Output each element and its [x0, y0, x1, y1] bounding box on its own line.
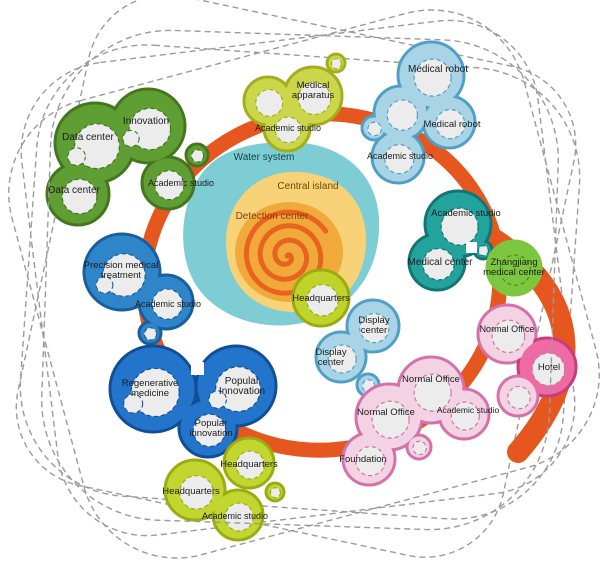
cluster-headquarters-center: Headquarters [291, 268, 351, 328]
cluster-label: Data center [62, 132, 114, 143]
boundary-loop [20, 19, 576, 537]
cluster-label: Academic studio [135, 299, 201, 309]
cluster-label: Foundation [339, 454, 387, 465]
cluster-label: Medical robot [408, 64, 468, 75]
label-water-system: Water system [234, 152, 295, 163]
boundary-loop [41, 29, 559, 531]
cluster-label: Innovation [123, 116, 169, 127]
label-central-island: Central island [277, 181, 338, 192]
cluster-label: Hotel [538, 362, 560, 373]
cluster-label: Headquarters [162, 486, 220, 497]
label-detection-center: Detection center [236, 211, 309, 222]
cluster-label: Academic studio [255, 123, 321, 133]
cluster-label: Medical center [407, 257, 473, 268]
spiral-icon [243, 209, 329, 296]
cluster-label: Academic studio [367, 151, 433, 161]
cluster-label: Academic studio [437, 405, 500, 415]
cluster-label: Academic studio [431, 208, 501, 219]
cluster-label: Normal Office [402, 374, 460, 385]
cluster-label: Data center [48, 185, 100, 196]
cluster-label: Normal Office [480, 324, 535, 334]
cluster-label: Academic studio [148, 178, 214, 188]
cluster-label: Headquarters [220, 459, 278, 470]
cluster-label: Headquarters [292, 293, 350, 304]
cluster-label: Medical robot [423, 119, 480, 130]
cluster-label: Normal Office [357, 407, 415, 418]
boundary-loop [19, 44, 581, 520]
cluster-label: Academic studio [202, 511, 268, 521]
